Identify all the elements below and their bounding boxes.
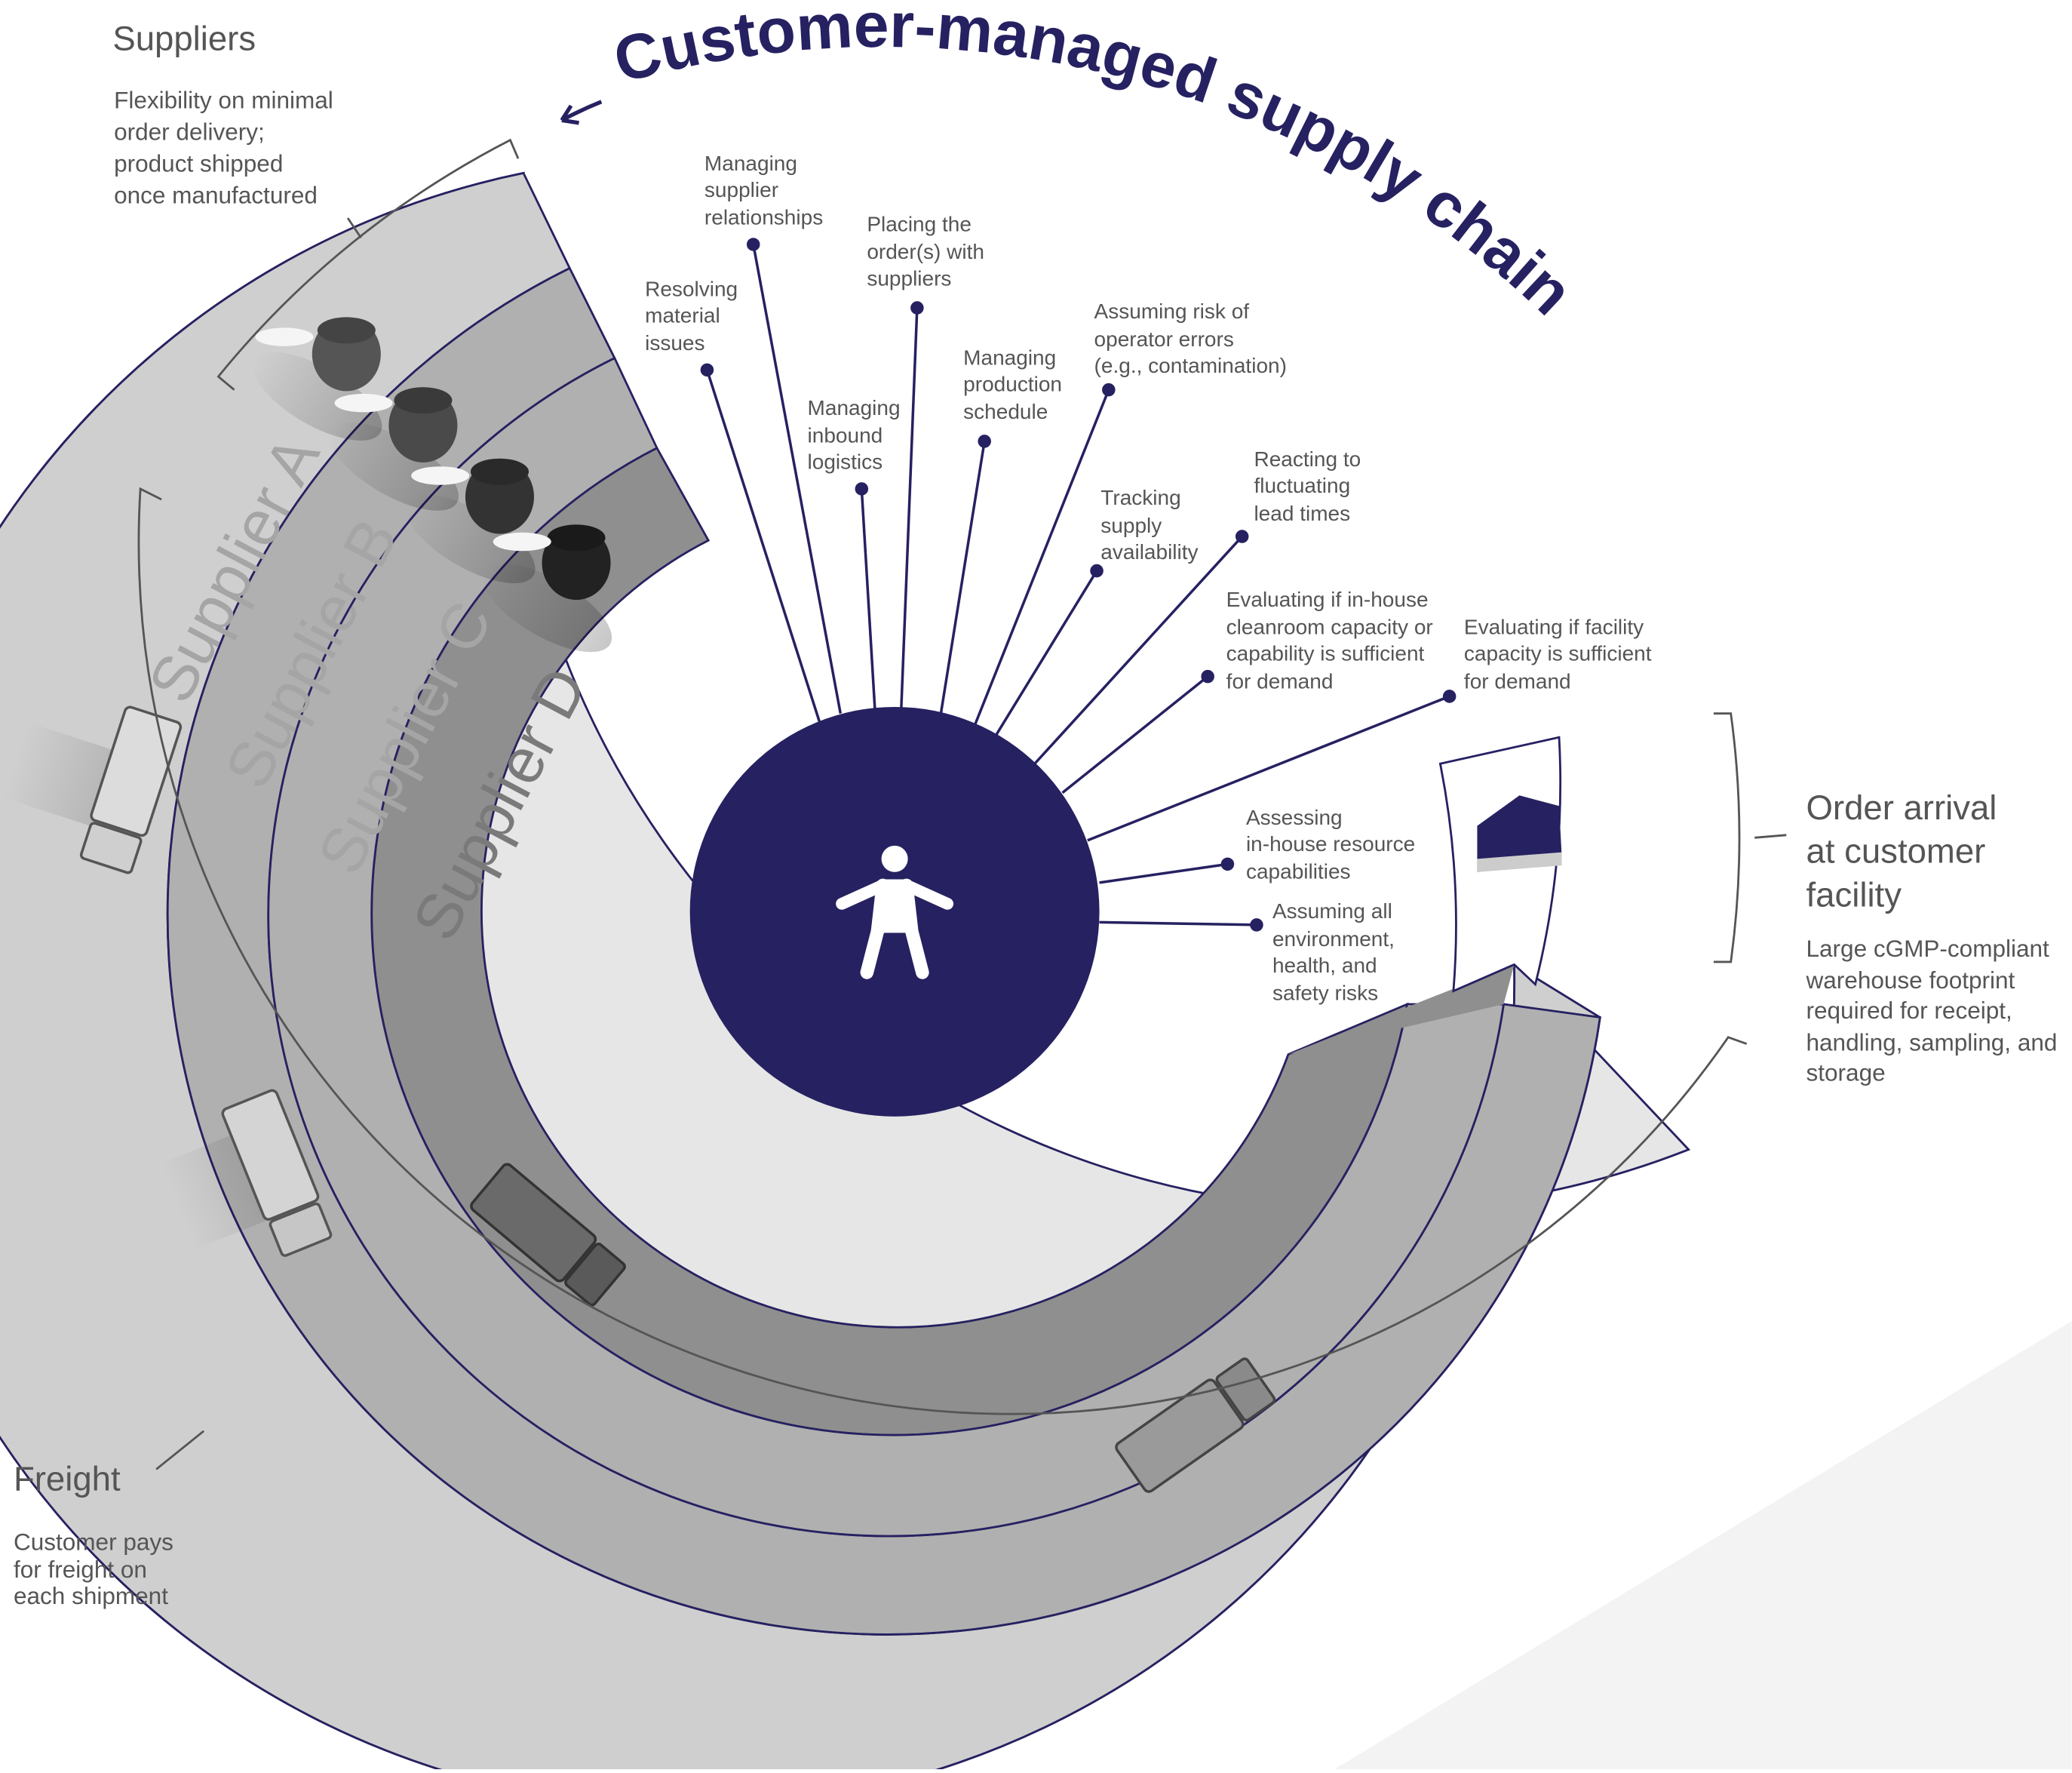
callout-cleanroom-capacity: Evaluating if in-house cleanroom capacit… (1226, 588, 1439, 693)
truck-icon (160, 1089, 333, 1257)
callout-tracking-supply: Tracking supply availability (1100, 486, 1198, 564)
truck-icon (2, 705, 183, 874)
callout-facility-capacity: Evaluating if facility capacity is suffi… (1464, 616, 1657, 693)
background-wedge (1334, 1321, 2072, 1769)
title-arrow (560, 100, 603, 125)
callout-lead-times: Reacting to fluctuating lead times (1254, 447, 1367, 525)
freight-description: Customer pays for freight on each shipme… (14, 1528, 180, 1609)
callout-resolving-material-issues: Resolving material issues (645, 277, 744, 355)
suppliers-bracket (216, 138, 520, 391)
freight-heading: Freight (14, 1459, 121, 1498)
factory-tank-icon (406, 458, 536, 584)
truck-icon (1115, 1357, 1276, 1493)
callout-operator-errors: Assuming risk of operator errors (e.g., … (1094, 300, 1287, 377)
factory-tank-icon (253, 317, 382, 441)
callout-ehs-risks: Assuming all environment, health, and sa… (1272, 899, 1401, 1005)
supplier-band-c-inner (267, 356, 1506, 1538)
callout-managing-supplier-relationships: Managing supplier relationships (704, 152, 823, 229)
warehouse-icon (1477, 795, 1562, 872)
factory-tank-icon (329, 387, 459, 511)
order-arrival-description: Large cGMP-compliant warehouse footprint… (1806, 935, 2064, 1086)
callout-connectors (700, 238, 1457, 932)
factory-tank-icon (482, 524, 612, 653)
facility-bracket (1713, 712, 1787, 963)
order-arrival-heading: Order arrival at customer facility (1806, 788, 2007, 914)
freight-bracket (137, 487, 1748, 1470)
suppliers-description: Flexibility on minimal order delivery; p… (114, 87, 340, 209)
person-icon (836, 845, 954, 979)
suppliers-heading: Suppliers (112, 20, 256, 58)
callout-managing-production-schedule: Managing production schedule (963, 346, 1068, 423)
truck-icon (470, 1163, 626, 1307)
callout-placing-orders: Placing the order(s) with suppliers (867, 212, 990, 290)
callout-managing-inbound-logistics: Managing inbound logistics (808, 396, 907, 474)
callout-resource-capabilities: Assessing in-house resource capabilities (1246, 806, 1421, 883)
